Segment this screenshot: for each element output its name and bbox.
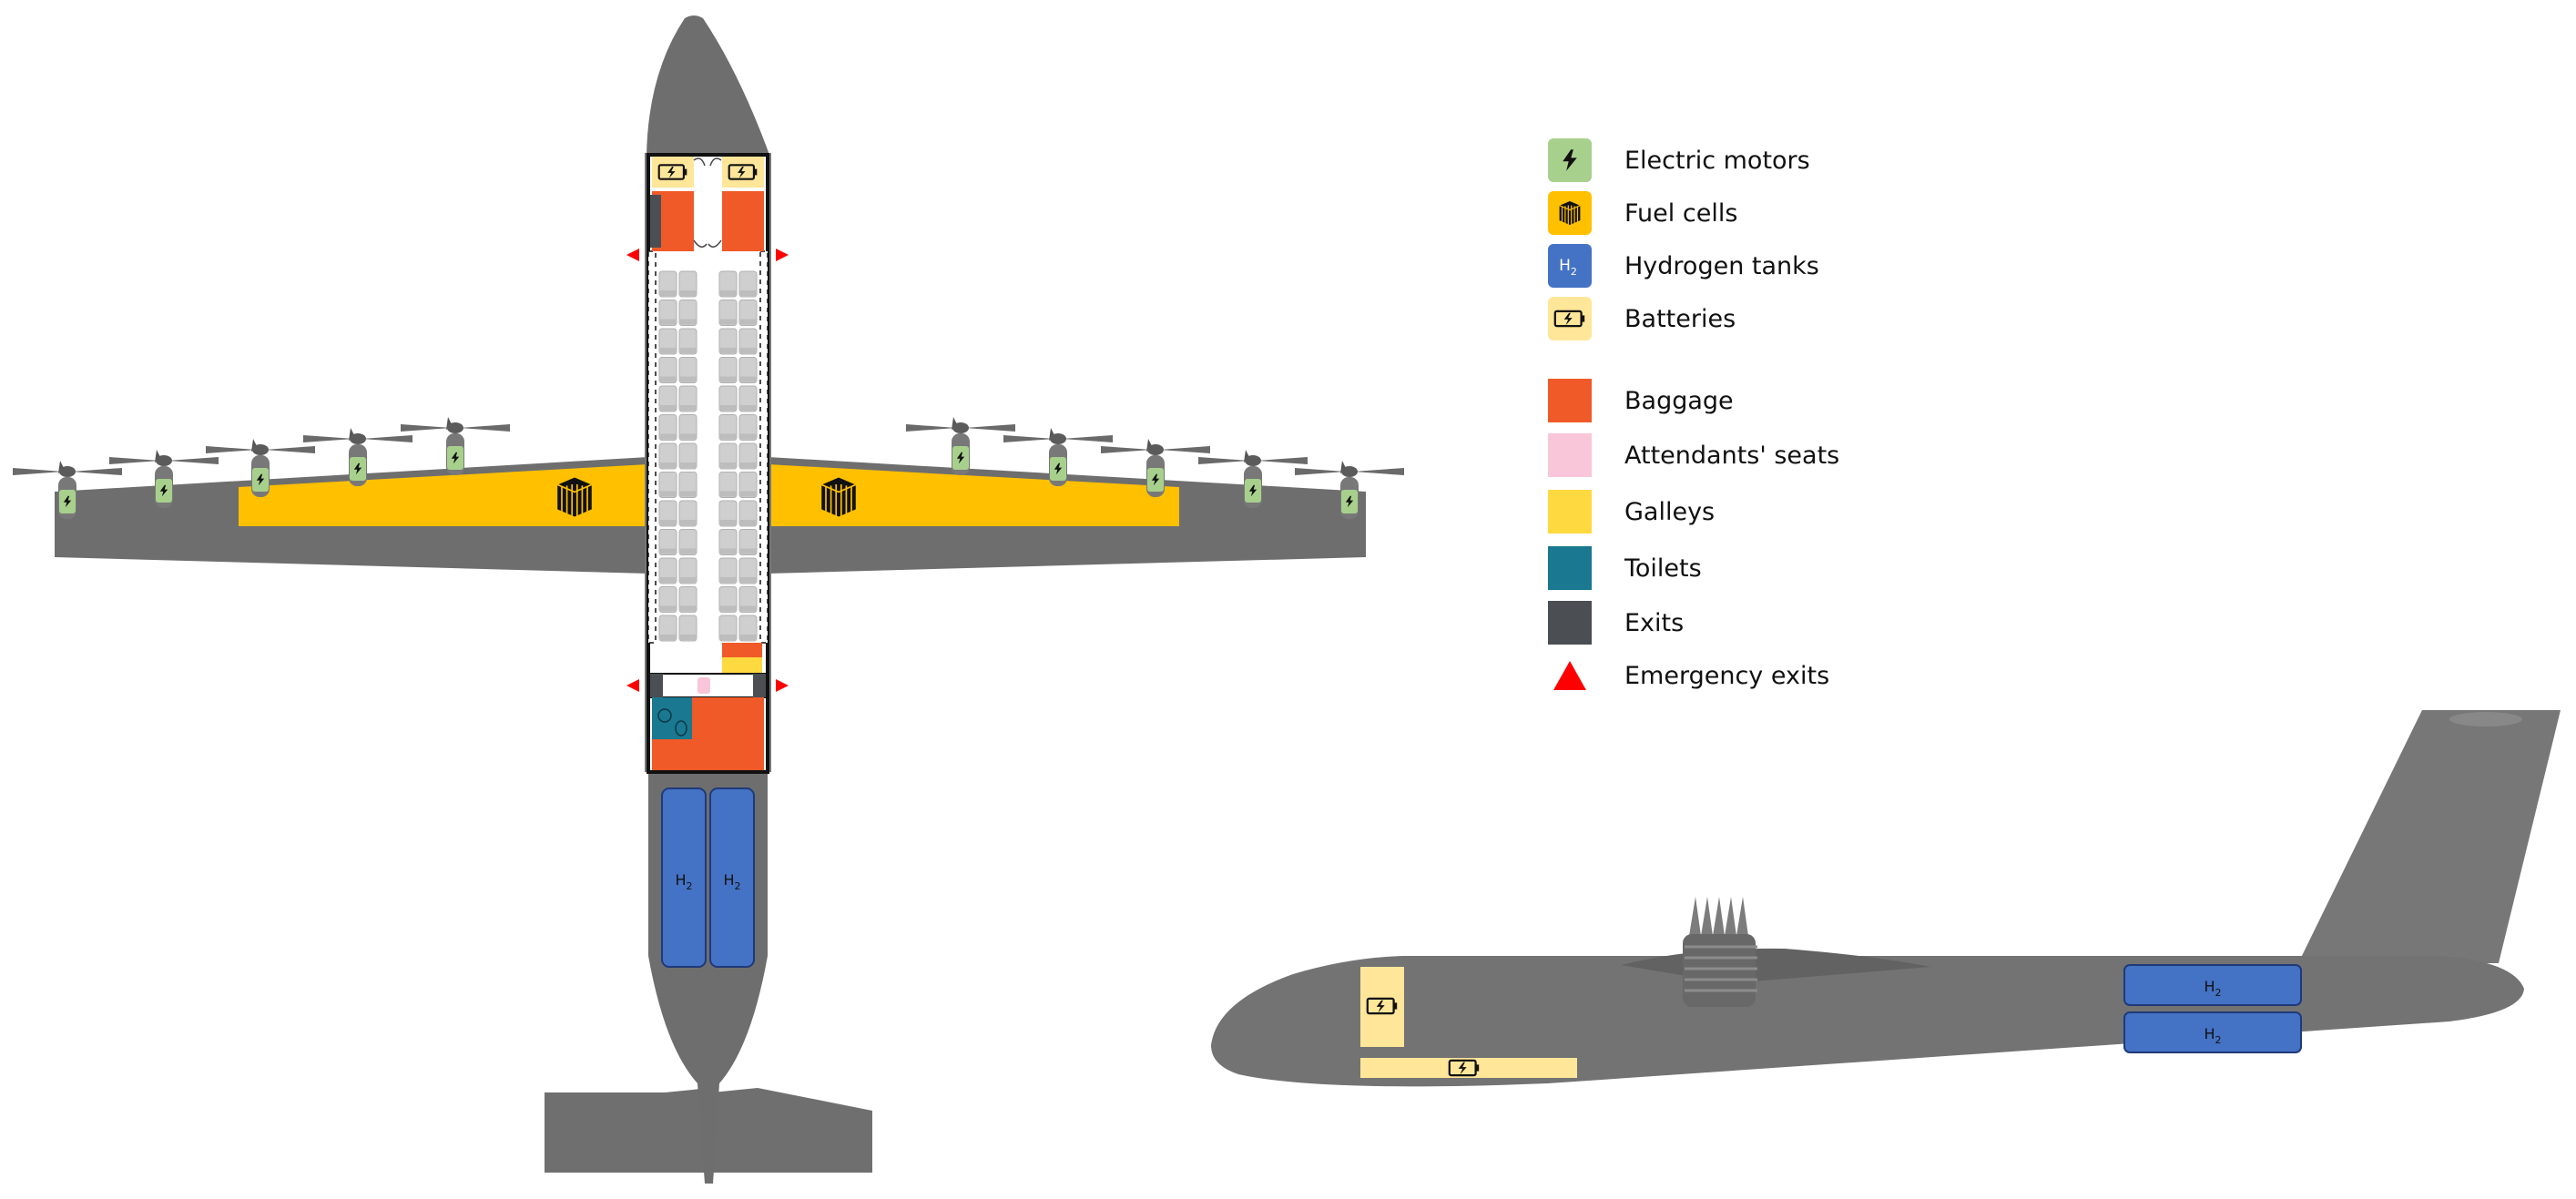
- fuel-cell-bay-right: [768, 464, 1179, 526]
- legend-attendants-seats: Attendants' seats: [1548, 430, 1839, 481]
- emergency-exit-front-left: [626, 249, 639, 261]
- legend-batteries: Batteries: [1548, 293, 1736, 344]
- side-battery-floor: [1360, 1058, 1577, 1078]
- fuel-cell-stack-icon: [1548, 191, 1592, 235]
- svg-text:H2: H2: [675, 871, 692, 892]
- emergency-exit-front-right: [776, 249, 789, 261]
- legend-hydrogen-tanks: H2 Hydrogen tanks: [1548, 240, 1819, 291]
- legend-label: Attendants' seats: [1624, 441, 1840, 470]
- galleys-swatch: [1548, 490, 1592, 533]
- exit-front: [650, 195, 661, 248]
- exits-swatch: [1548, 601, 1592, 645]
- legend-electric-motors: Electric motors: [1548, 135, 1810, 186]
- attendants-seats-swatch: [1548, 433, 1592, 477]
- legend-label: Fuel cells: [1624, 198, 1738, 228]
- fuel-cell-icon-right: [820, 475, 858, 519]
- legend-label: Hydrogen tanks: [1624, 251, 1819, 280]
- baggage-front-right: [722, 191, 764, 251]
- galley-rear: [722, 657, 762, 674]
- legend-label: Baggage: [1624, 386, 1734, 415]
- vertical-tail: [2298, 710, 2561, 963]
- baggage-swatch: [1548, 379, 1592, 422]
- nose-cone: [647, 15, 769, 155]
- fuel-cell-bay-left: [239, 464, 648, 526]
- side-propellers: [1683, 897, 1757, 1007]
- legend-label: Toilets: [1624, 554, 1702, 583]
- legend-emergency-exits: Emergency exits: [1548, 650, 1829, 701]
- svg-text:H2: H2: [2204, 978, 2221, 999]
- top-view: H2 H2: [13, 15, 1404, 1184]
- baggage-rear-small: [722, 643, 762, 657]
- exit-rear-right: [753, 674, 766, 697]
- legend-exits: Exits: [1548, 597, 1684, 648]
- emergency-exit-rear-left: [626, 679, 639, 692]
- attendant-seat: [697, 677, 710, 694]
- exit-rear-left: [650, 674, 663, 697]
- legend-toilets: Toilets: [1548, 543, 1702, 594]
- svg-text:H2: H2: [723, 871, 740, 892]
- hydrogen-tanks-top: H2 H2: [661, 787, 755, 968]
- lightning-icon: [1548, 138, 1592, 182]
- legend-label: Exits: [1624, 608, 1685, 637]
- fuel-cell-icon-left: [555, 475, 594, 519]
- side-view: H2 H2: [1211, 710, 2561, 1087]
- hydrogen-tanks-side: H2 H2: [2123, 964, 2302, 1053]
- battery-icon: [1548, 297, 1592, 340]
- triangle-icon: [1548, 654, 1592, 697]
- legend-galleys: Galleys: [1548, 486, 1715, 537]
- legend-label: Emergency exits: [1624, 661, 1830, 690]
- legend-fuel-cells: Fuel cells: [1548, 188, 1737, 239]
- legend-label: Electric motors: [1624, 146, 1810, 175]
- svg-text:H2: H2: [1559, 257, 1577, 278]
- legend-label: Galleys: [1624, 497, 1716, 526]
- h2-icon: H2: [1548, 244, 1592, 288]
- legend-label: Batteries: [1624, 304, 1736, 333]
- toilets-swatch: [1548, 546, 1592, 590]
- svg-text:H2: H2: [2204, 1025, 2221, 1046]
- emergency-exit-rear-right: [776, 679, 789, 692]
- legend-baggage: Baggage: [1548, 375, 1734, 426]
